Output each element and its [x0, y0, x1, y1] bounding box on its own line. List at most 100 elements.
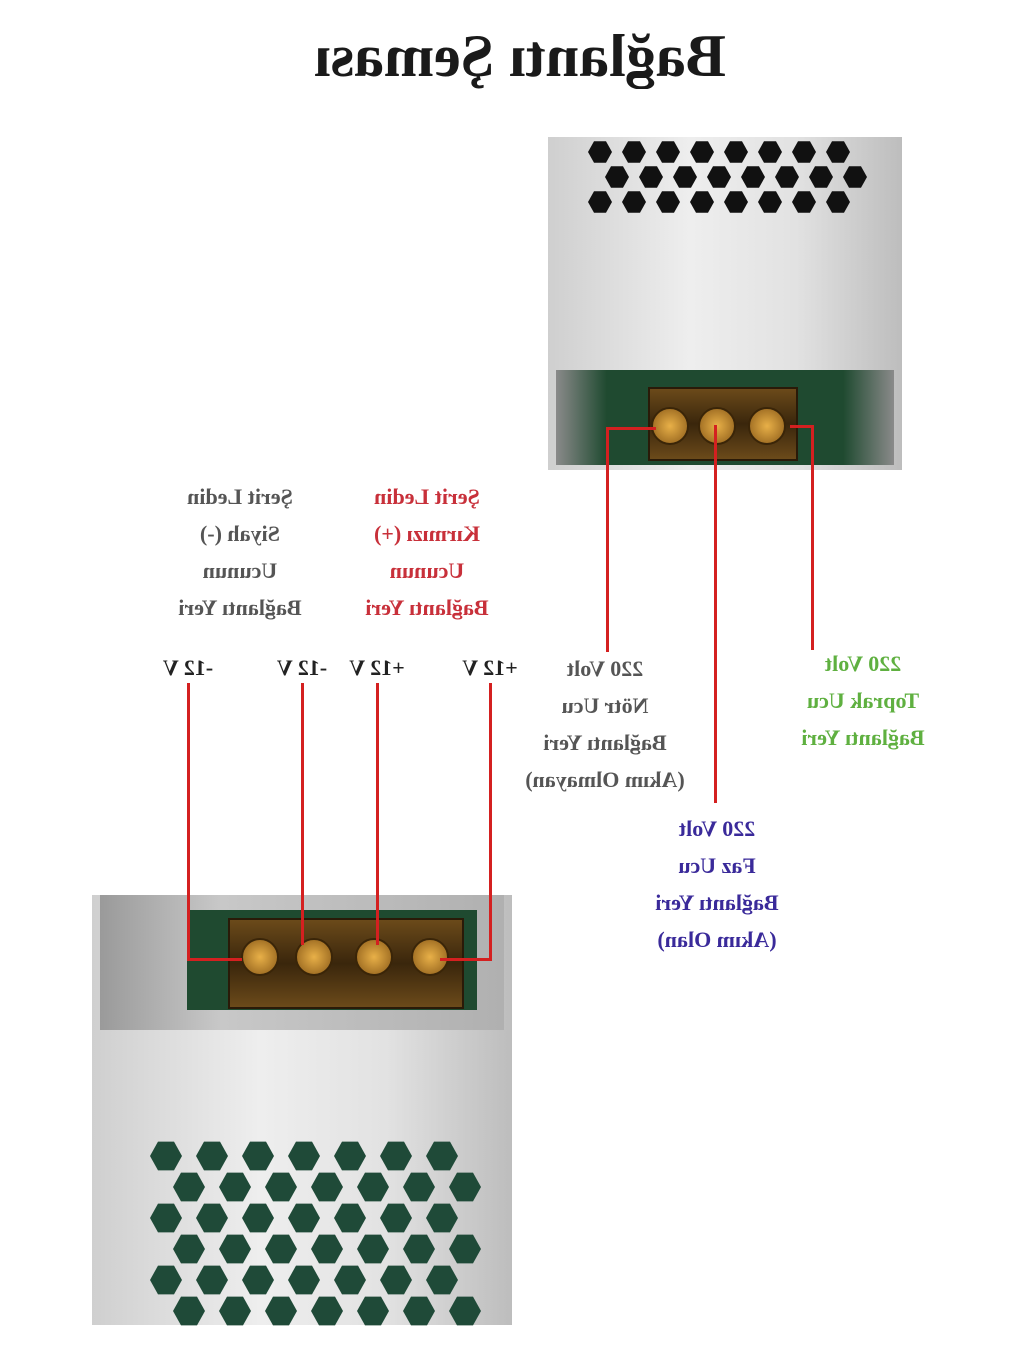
text-line: Şerit Ledin	[187, 484, 293, 509]
text-line: (Akım Olan)	[657, 927, 777, 952]
vent-hole	[403, 1296, 435, 1326]
text-line: Şerit Ledin	[374, 484, 480, 509]
text-line: (Akım Olmayan)	[525, 767, 685, 792]
vent-hole	[809, 166, 833, 188]
text-line: Bağlantı Yeri	[365, 595, 489, 620]
vent-hole	[173, 1172, 205, 1202]
vent-hole	[334, 1141, 366, 1171]
vent-hole	[311, 1172, 343, 1202]
vent-hole	[792, 141, 816, 163]
vent-hole	[150, 1141, 182, 1171]
wire-neutral	[606, 427, 609, 652]
screw-v-plus-1	[355, 938, 393, 976]
vent-hole	[426, 1265, 458, 1295]
vent-hole	[380, 1203, 412, 1233]
terminal-label-1: -12 V	[162, 655, 214, 680]
vent-hole	[426, 1203, 458, 1233]
screw-v-minus-1	[241, 938, 279, 976]
vent-hole	[758, 191, 782, 213]
vent-hole	[449, 1296, 481, 1326]
text-line: Faz Ucu	[678, 853, 756, 878]
vent-hole	[357, 1234, 389, 1264]
vent-hole	[265, 1234, 297, 1264]
vent-hole	[288, 1203, 320, 1233]
vent-hole	[622, 191, 646, 213]
wire-phase	[714, 425, 717, 803]
text-line: Bağlantı Yeri	[543, 730, 667, 755]
wire-out-1	[187, 683, 190, 961]
vent-hole	[403, 1234, 435, 1264]
vent-hole	[219, 1234, 251, 1264]
wire-neutral-h	[606, 427, 656, 430]
vent-hole	[449, 1172, 481, 1202]
vent-hole	[311, 1234, 343, 1264]
vent-hole	[196, 1265, 228, 1295]
vent-hole	[656, 191, 680, 213]
vent-hole	[622, 141, 646, 163]
vent-hole	[843, 166, 867, 188]
text-line: Toprak Ucu	[806, 688, 920, 713]
wire-out-4-h	[440, 958, 492, 961]
vent-hole	[758, 141, 782, 163]
power-supply-top	[548, 137, 902, 470]
text-line: Ucunun	[202, 558, 278, 583]
vent-hole	[639, 166, 663, 188]
vent-hole	[826, 191, 850, 213]
text-line: Bağlantı Yeri	[178, 595, 302, 620]
vent-hole	[150, 1203, 182, 1233]
wire-out-4	[489, 683, 492, 961]
vent-hole	[775, 166, 799, 188]
text-line: Kırmızı (+)	[374, 521, 480, 546]
vent-hole	[219, 1296, 251, 1326]
text-line: Bağlantı Yeri	[801, 725, 925, 750]
text-line: 220 Volt	[566, 656, 644, 681]
vent-hole	[380, 1141, 412, 1171]
wire-out-2	[301, 683, 304, 945]
vent-hole	[242, 1265, 274, 1295]
vent-hole	[173, 1234, 205, 1264]
vent-hole	[690, 141, 714, 163]
vent-hole	[707, 166, 731, 188]
vent-hole	[334, 1265, 366, 1295]
vent-hole	[656, 141, 680, 163]
vent-hole	[605, 166, 629, 188]
text-line: Ucunun	[389, 558, 465, 583]
vent-hole	[690, 191, 714, 213]
diagram-title: Bağlantı Şeması	[314, 23, 726, 89]
vent-hole	[826, 141, 850, 163]
vent-hole	[265, 1172, 297, 1202]
vent-hole	[242, 1203, 274, 1233]
vent-hole	[334, 1203, 366, 1233]
screw-phase	[698, 407, 736, 445]
vent-hole	[288, 1265, 320, 1295]
text-line: Nötr Ucu	[561, 693, 649, 718]
power-supply-bottom	[92, 895, 512, 1326]
text-line: Bağlantı Yeri	[655, 890, 779, 915]
vent-hole	[380, 1265, 412, 1295]
vent-hole	[403, 1172, 435, 1202]
vent-hole	[196, 1141, 228, 1171]
screw-ground	[748, 407, 786, 445]
vent-hole	[673, 166, 697, 188]
vent-hole	[265, 1296, 297, 1326]
vent-hole	[724, 191, 748, 213]
terminal-label-3: +12 V	[349, 655, 405, 680]
vent-hole	[311, 1296, 343, 1326]
vent-hole	[219, 1172, 251, 1202]
vent-hole	[173, 1296, 205, 1326]
text-line: 220 Volt	[824, 651, 902, 676]
vent-hole	[792, 191, 816, 213]
vent-hole	[288, 1141, 320, 1171]
vent-hole	[150, 1265, 182, 1295]
vent-hole	[357, 1296, 389, 1326]
vent-hole	[588, 191, 612, 213]
wire-out-1-h	[187, 958, 242, 961]
vent-hole	[588, 141, 612, 163]
wire-ground	[811, 425, 814, 650]
wire-ground-h	[790, 425, 814, 428]
